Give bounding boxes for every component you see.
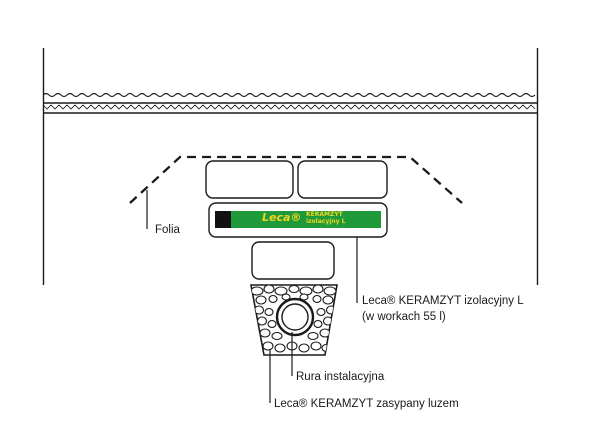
foil-dashed-line [129, 155, 463, 204]
leca-bag-brand: Leca® [262, 211, 302, 224]
installation-pipe-inner [281, 303, 309, 331]
label-folia: Folia [155, 224, 180, 236]
bag-bottom [251, 241, 335, 280]
leca-bag-product-line1: KERAMZYT [306, 211, 343, 218]
label-leca-loose: Leca® KERAMZYT zasypany luzem [274, 398, 459, 410]
label-leca-bag-line2: (w workach 55 l) [362, 311, 446, 323]
leca-bag-logo-block [232, 212, 304, 227]
leca-bag-product-line2: izolacyjny L [306, 218, 346, 225]
bag-top-left [205, 160, 294, 199]
label-rura-instalacyjna: Rura instalacyjna [296, 371, 385, 383]
bag-top-right [297, 160, 388, 199]
label-leca-bag-line1: Leca® KERAMZYT izolacyjny L [362, 295, 524, 307]
leca-bag-band-black [215, 211, 231, 228]
floor-layer [42, 92, 537, 114]
